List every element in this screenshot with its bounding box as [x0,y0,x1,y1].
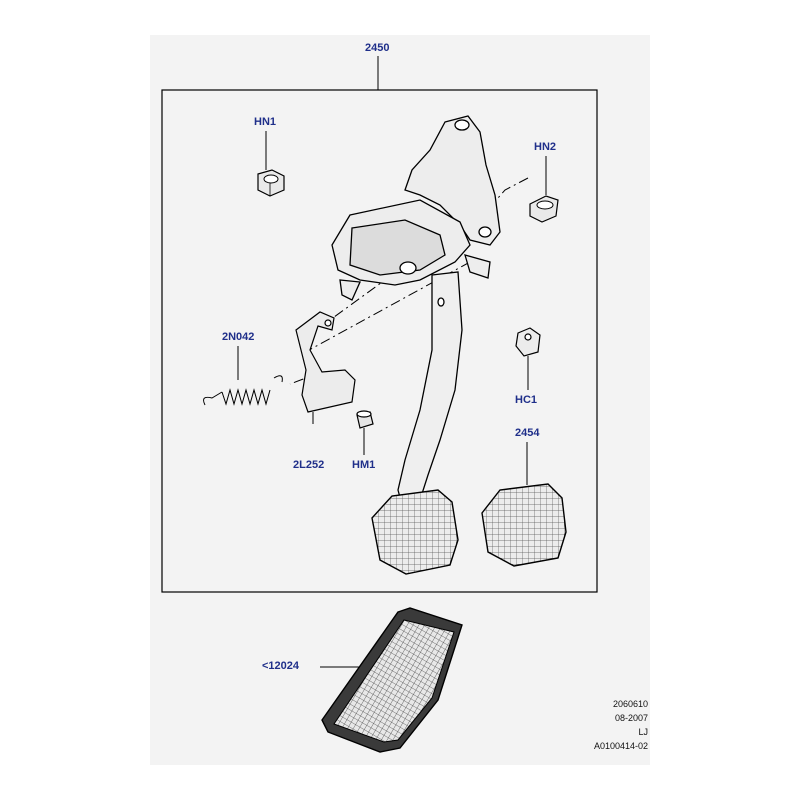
pedal-pad-left [371,489,459,575]
accelerator-pedal [320,607,463,753]
callout-2l252: 2L252 [293,459,325,471]
reference-line-1: 2060610 [612,699,648,709]
callout-2450: 2450 [365,42,390,54]
callout-hn2: HN2 [534,141,557,153]
spring-2n042 [203,346,283,406]
callout-2454: 2454 [515,427,540,439]
assembly-frame [161,89,598,593]
reference-line-3: LJ [638,727,648,737]
clip-hc1 [515,327,541,390]
reference-line-4: A0100414-02 [593,741,648,751]
callout-2n042: 2N042 [222,331,255,343]
reference-line-2: 08-2007 [614,713,648,723]
nut-hn2 [529,156,559,223]
callout-hn1: HN1 [254,116,277,128]
bushing-hm1 [356,410,374,455]
callout-hc1: HC1 [515,394,538,406]
bracket-2l252 [295,311,356,424]
callout-12024: <12024 [262,660,300,672]
nut-hn1 [257,131,285,197]
pedal-pad-right [481,442,567,567]
pedal-box [331,115,501,301]
callout-hm1: HM1 [352,459,376,471]
reference-block: 2060610 08-2007 LJ A0100414-02 [594,697,648,753]
